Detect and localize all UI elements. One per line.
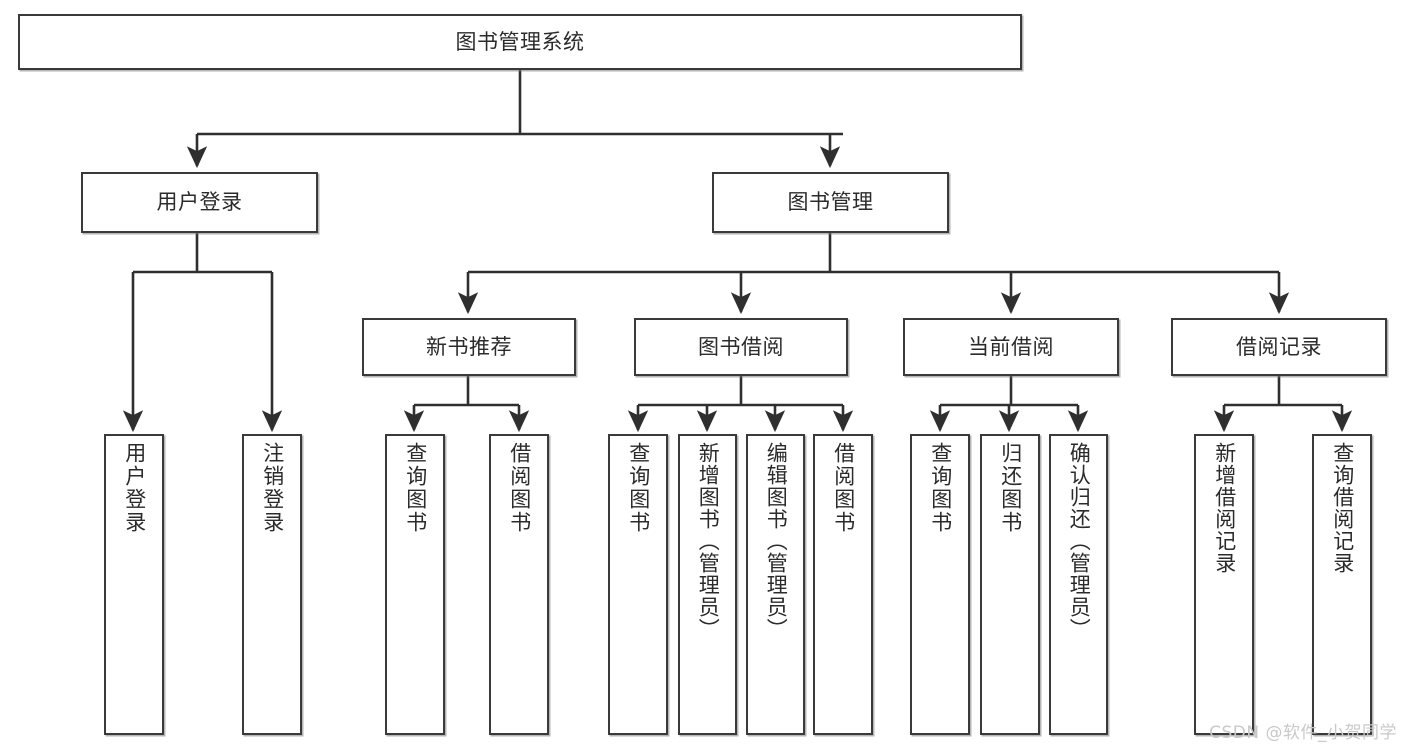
node-borrow-record[interactable]: 借阅记录 — [1171, 318, 1387, 376]
node-user-login-label: 用户登录 — [156, 190, 243, 215]
node-leaf-borrow-book-2-label: 借阅图书 — [831, 442, 856, 534]
node-leaf-user-login-label: 用户登录 — [122, 442, 147, 534]
node-leaf-query-book-3[interactable]: 查询图书 — [910, 434, 970, 735]
node-leaf-add-record-label: 新增借阅记录 — [1212, 442, 1237, 574]
node-leaf-query-record[interactable]: 查询借阅记录 — [1312, 434, 1372, 735]
node-leaf-user-login[interactable]: 用户登录 — [104, 434, 164, 735]
node-leaf-borrow-book-1-label: 借阅图书 — [507, 442, 532, 534]
watermark-text: CSDN @软件_小贺同学 — [1209, 723, 1397, 743]
node-book-borrow[interactable]: 图书借阅 — [634, 318, 848, 376]
node-current-borrow[interactable]: 当前借阅 — [903, 318, 1119, 376]
node-leaf-query-record-label: 查询借阅记录 — [1330, 442, 1355, 574]
node-leaf-borrow-book-2[interactable]: 借阅图书 — [813, 434, 873, 735]
node-root[interactable]: 图书管理系统 — [18, 14, 1022, 70]
node-user-login[interactable]: 用户登录 — [81, 172, 318, 233]
node-leaf-query-book-3-label: 查询图书 — [928, 442, 953, 534]
node-book-manage[interactable]: 图书管理 — [712, 172, 949, 233]
node-leaf-borrow-book-1[interactable]: 借阅图书 — [489, 434, 549, 735]
node-book-manage-label: 图书管理 — [787, 190, 874, 215]
node-current-borrow-label: 当前借阅 — [968, 334, 1054, 359]
node-leaf-add-book-label: 新增图书（管理员） — [696, 442, 721, 640]
node-new-book-recommend-label: 新书推荐 — [426, 334, 512, 359]
node-leaf-edit-book[interactable]: 编辑图书（管理员） — [746, 434, 805, 735]
node-root-label: 图书管理系统 — [455, 29, 585, 54]
node-leaf-return-book-label: 归还图书 — [998, 442, 1023, 534]
node-leaf-query-book-1[interactable]: 查询图书 — [385, 434, 445, 735]
node-leaf-logout-label: 注销登录 — [260, 442, 285, 534]
node-leaf-query-book-2-label: 查询图书 — [626, 442, 651, 534]
node-leaf-query-book-2[interactable]: 查询图书 — [608, 434, 668, 735]
node-book-borrow-label: 图书借阅 — [698, 334, 784, 359]
node-leaf-query-book-1-label: 查询图书 — [403, 442, 428, 534]
node-leaf-add-book[interactable]: 新增图书（管理员） — [678, 434, 737, 735]
node-leaf-edit-book-label: 编辑图书（管理员） — [764, 442, 789, 640]
node-leaf-logout[interactable]: 注销登录 — [242, 434, 302, 735]
node-leaf-add-record[interactable]: 新增借阅记录 — [1194, 434, 1254, 735]
node-leaf-return-book[interactable]: 归还图书 — [980, 434, 1040, 735]
node-leaf-confirm-return[interactable]: 确认归还（管理员） — [1049, 434, 1108, 735]
node-borrow-record-label: 借阅记录 — [1236, 334, 1322, 359]
node-new-book-recommend[interactable]: 新书推荐 — [362, 318, 576, 376]
node-leaf-confirm-return-label: 确认归还（管理员） — [1067, 442, 1092, 640]
